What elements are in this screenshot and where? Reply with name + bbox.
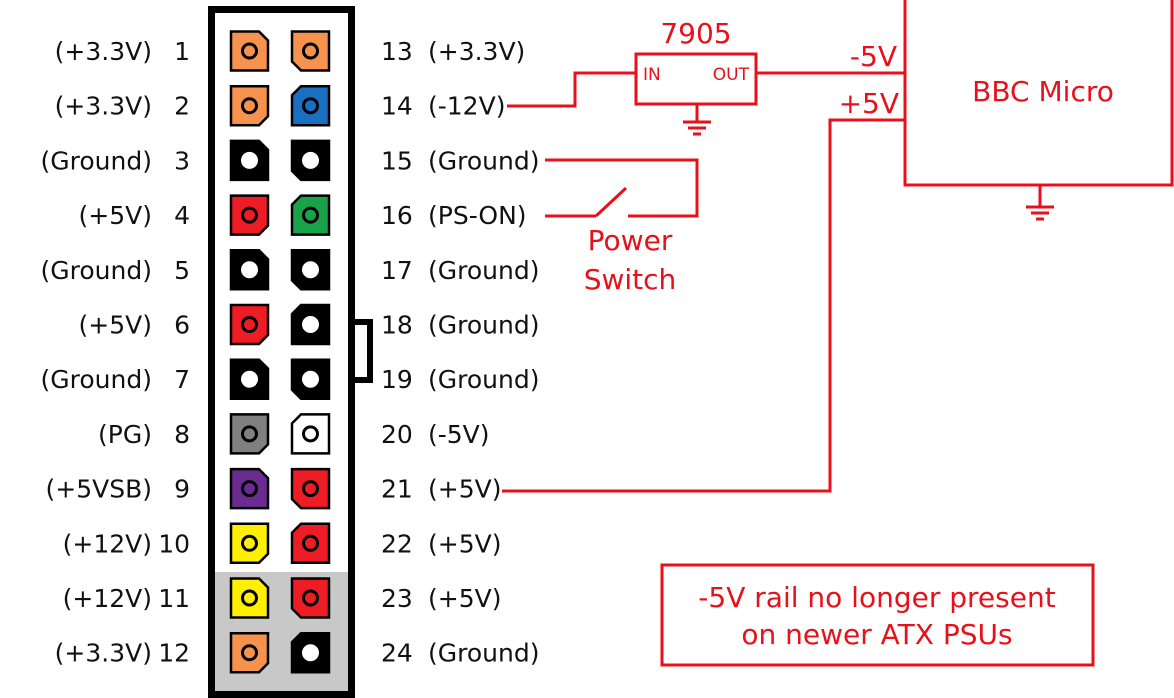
pin-23-label: (+5V) bbox=[428, 584, 501, 613]
pin-18-label: (Ground) bbox=[428, 311, 539, 340]
pin-16-hole bbox=[302, 206, 319, 224]
pin-4-number: 4 bbox=[174, 201, 190, 230]
pin-24-label: (Ground) bbox=[428, 639, 539, 668]
connector-latch bbox=[351, 319, 373, 383]
pin-1-number: 1 bbox=[174, 37, 190, 66]
pin-6-number: 6 bbox=[174, 311, 190, 340]
pin-5-number: 5 bbox=[174, 256, 190, 285]
pin-10-hole bbox=[241, 534, 258, 552]
pin-13-hole bbox=[302, 42, 319, 60]
pin-15-label: (Ground) bbox=[428, 146, 539, 175]
pin-7-label: (Ground) bbox=[41, 365, 152, 394]
pin-24-number: 24 bbox=[381, 639, 413, 668]
pin-20-label: (-5V) bbox=[428, 420, 490, 449]
pin-23-hole bbox=[302, 589, 319, 607]
pin-10-label: (+12V) bbox=[63, 529, 152, 558]
wire-pin21-to-bbc-plus5 bbox=[502, 118, 905, 493]
atx-connector bbox=[208, 6, 373, 698]
pin-12-hole bbox=[241, 644, 258, 662]
plus5v-label: +5V bbox=[839, 87, 899, 120]
regulator-in-label: IN bbox=[643, 65, 661, 85]
pin-21-label: (+5V) bbox=[428, 475, 501, 504]
pin-14-number: 14 bbox=[381, 92, 413, 121]
pin-4-label: (+5V) bbox=[79, 201, 152, 230]
regulator-box bbox=[634, 52, 758, 106]
pin-21-hole bbox=[302, 480, 319, 498]
pin-9-number: 9 bbox=[174, 475, 190, 504]
pin-18-hole bbox=[302, 316, 319, 333]
pin-17-label: (Ground) bbox=[428, 256, 539, 285]
pin-15-hole bbox=[302, 151, 319, 169]
note-line1: -5V rail no longer present bbox=[698, 581, 1055, 614]
pin-5-hole bbox=[241, 261, 258, 279]
wire-pin14-to-regulator bbox=[507, 71, 636, 108]
pin-11-label: (+12V) bbox=[63, 584, 152, 613]
pin-23-number: 23 bbox=[381, 584, 413, 613]
pin-8-number: 8 bbox=[174, 420, 190, 449]
wire-pin15-switch bbox=[545, 158, 699, 218]
pin-12-label: (+3.3V) bbox=[55, 639, 152, 668]
note-border bbox=[660, 563, 1095, 667]
pin-3-hole bbox=[241, 151, 258, 169]
pin-12-number: 12 bbox=[158, 639, 190, 668]
pin-8-label: (PG) bbox=[98, 420, 152, 449]
pin-3-number: 3 bbox=[174, 146, 190, 175]
pin-3-label: (Ground) bbox=[41, 146, 152, 175]
note-line2: on newer ATX PSUs bbox=[741, 618, 1012, 651]
pin-20-hole bbox=[302, 425, 319, 443]
pin-13-number: 13 bbox=[381, 37, 413, 66]
bbc-micro: BBC Micro -5V +5V bbox=[839, 0, 1174, 187]
pin-7-number: 7 bbox=[174, 365, 190, 394]
pin-17-hole bbox=[302, 261, 319, 279]
regulator-out-label: OUT bbox=[713, 65, 750, 85]
connector-housing bbox=[208, 6, 355, 698]
wiring bbox=[502, 71, 1054, 493]
pin-22-number: 22 bbox=[381, 529, 413, 558]
bbc-micro-box bbox=[903, 0, 1174, 187]
pin-11-hole bbox=[241, 589, 258, 607]
pin-16-label: (PS-ON) bbox=[428, 201, 527, 230]
power-switch-label-line2: Switch bbox=[584, 263, 677, 296]
pin-18-number: 18 bbox=[381, 311, 413, 340]
pin-6-hole bbox=[241, 316, 258, 333]
pin-2-hole bbox=[241, 97, 258, 115]
pin-14-label: (-12V) bbox=[428, 92, 505, 121]
pin-1-hole bbox=[241, 42, 258, 60]
note-box: -5V rail no longer present on newer ATX … bbox=[660, 563, 1095, 667]
pin-16-number: 16 bbox=[381, 201, 413, 230]
pin-8-hole bbox=[241, 425, 258, 443]
pin-5-label: (Ground) bbox=[41, 256, 152, 285]
pin-11-number: 11 bbox=[158, 584, 190, 613]
pin-19-hole bbox=[302, 370, 319, 388]
pin-19-number: 19 bbox=[381, 365, 413, 394]
pin-7-hole bbox=[241, 370, 258, 388]
pin-9-hole bbox=[241, 480, 258, 498]
pin-1-label: (+3.3V) bbox=[55, 37, 152, 66]
minus5v-label: -5V bbox=[850, 40, 897, 73]
pin-21-number: 21 bbox=[381, 475, 413, 504]
regulator-name: 7905 bbox=[660, 17, 731, 50]
pin-2-label: (+3.3V) bbox=[55, 92, 152, 121]
bbc-micro-label: BBC Micro bbox=[972, 75, 1114, 108]
pin-14-hole bbox=[302, 97, 319, 115]
pin-20-number: 20 bbox=[381, 420, 413, 449]
switch-contact bbox=[594, 186, 628, 218]
pin-10-number: 10 bbox=[158, 529, 190, 558]
pin-6-label: (+5V) bbox=[79, 311, 152, 340]
pin-9-label: (+5VSB) bbox=[46, 475, 152, 504]
power-switch-label-line1: Power bbox=[588, 224, 673, 257]
pin-22-hole bbox=[302, 534, 319, 552]
pin-24-hole bbox=[302, 644, 319, 662]
pin-19-label: (Ground) bbox=[428, 365, 539, 394]
pin-4-hole bbox=[241, 206, 258, 224]
regulator-7905: 7905 IN OUT bbox=[634, 17, 758, 106]
pin-2-number: 2 bbox=[174, 92, 190, 121]
pin-17-number: 17 bbox=[381, 256, 413, 285]
pin-22-label: (+5V) bbox=[428, 529, 501, 558]
pin-13-label: (+3.3V) bbox=[428, 37, 525, 66]
pin-15-number: 15 bbox=[381, 146, 413, 175]
